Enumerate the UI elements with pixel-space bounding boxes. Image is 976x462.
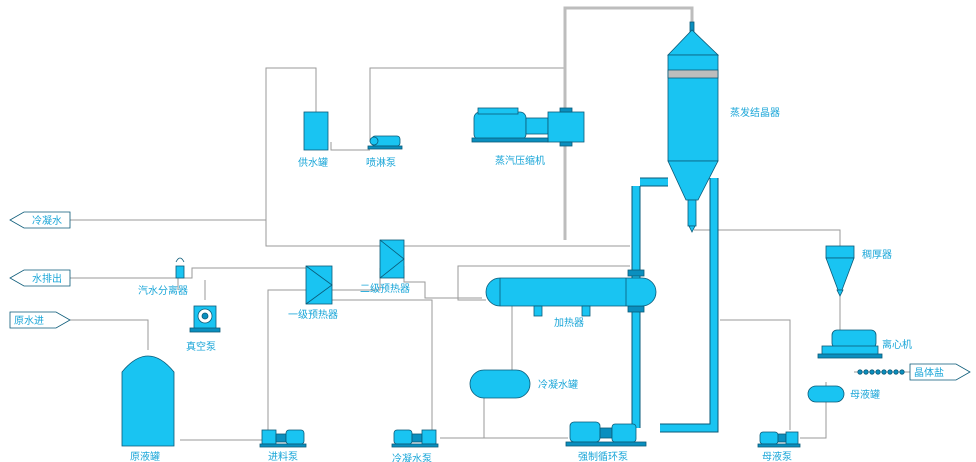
water-drain-label: 水排出 bbox=[32, 272, 62, 285]
preheater-2 bbox=[379, 239, 405, 279]
centrifuge bbox=[817, 329, 883, 359]
vacuum-pump bbox=[189, 305, 221, 333]
crystal-salt-arrow: 晶体盐 bbox=[909, 363, 971, 381]
heater bbox=[485, 277, 657, 317]
compressor-label: 蒸汽压缩机 bbox=[495, 154, 545, 167]
circ-pump-label: 强制循环泵 bbox=[578, 450, 628, 462]
raw-water-in-arrow: 原水进 bbox=[9, 311, 71, 329]
steam-water-separator bbox=[175, 257, 185, 279]
evaporator-label: 蒸发结晶器 bbox=[730, 106, 780, 119]
thickener bbox=[825, 245, 855, 297]
equipment-labels: 蒸发结晶器 蒸汽压缩机 供水罐 喷淋泵 汽水分离器 真空泵 一级预热器 二级预热… bbox=[130, 106, 912, 462]
condensate-tank bbox=[469, 369, 531, 399]
raw-tank-label: 原液罐 bbox=[130, 450, 160, 462]
evaporator-crystallizer bbox=[667, 21, 719, 233]
spray-pump-label: 喷淋泵 bbox=[366, 156, 396, 169]
feed-pump-label: 进料泵 bbox=[268, 450, 298, 462]
spray-pump bbox=[367, 135, 403, 150]
crystal-salt-label: 晶体盐 bbox=[914, 366, 944, 379]
thickener-label: 稠厚器 bbox=[862, 248, 892, 261]
circulation-loop bbox=[627, 177, 719, 433]
mother-liquor-pump bbox=[757, 431, 801, 448]
heater-label: 加热器 bbox=[554, 316, 584, 329]
condensate-out-label: 冷凝水 bbox=[32, 214, 62, 227]
water-drain-arrow: 水排出 bbox=[9, 269, 71, 287]
mother-pump-label: 母液泵 bbox=[762, 450, 792, 462]
preheater-1 bbox=[305, 265, 333, 305]
preheater2-label: 二级预热器 bbox=[360, 282, 410, 295]
condensate-pump bbox=[391, 429, 439, 448]
forced-circulation-pump bbox=[565, 421, 647, 447]
process-pipes bbox=[70, 67, 910, 441]
centrifuge-label: 离心机 bbox=[882, 338, 912, 351]
feed-pump bbox=[259, 429, 307, 448]
condensate-out-arrow: 冷凝水 bbox=[9, 211, 71, 229]
supply-tank-label: 供水罐 bbox=[298, 156, 328, 169]
steam-compressor bbox=[471, 107, 585, 147]
preheater1-label: 一级预热器 bbox=[288, 308, 338, 321]
condensate-pump-label: 冷凝水泵 bbox=[392, 452, 432, 462]
separator-label: 汽水分离器 bbox=[138, 284, 188, 297]
mother-liquor-tank bbox=[807, 385, 845, 403]
crystal-salt-pellets bbox=[857, 369, 905, 375]
raw-water-in-label: 原水进 bbox=[14, 315, 44, 327]
supply-tank bbox=[303, 111, 329, 151]
vacuum-pump-label: 真空泵 bbox=[186, 340, 216, 353]
raw-liquid-tank bbox=[121, 355, 175, 447]
condensate-tank-label: 冷凝水罐 bbox=[538, 378, 578, 391]
mother-tank-label: 母液罐 bbox=[850, 388, 880, 401]
